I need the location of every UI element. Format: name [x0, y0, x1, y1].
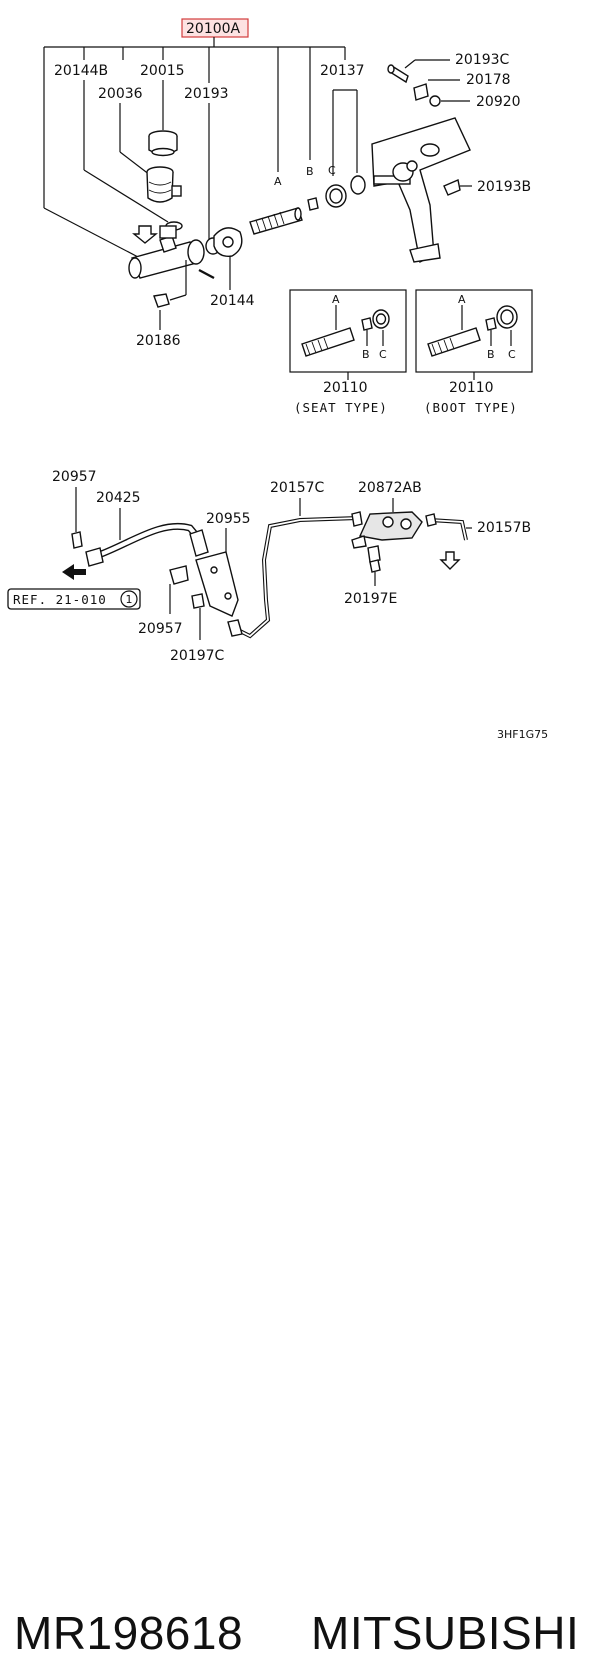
gasket-20144[interactable] — [213, 227, 243, 257]
marker-a: A — [274, 175, 282, 188]
label-20186[interactable]: 20186 — [136, 333, 181, 349]
kit2-code[interactable]: 20110 — [449, 380, 494, 396]
label-20178[interactable]: 20178 — [466, 72, 511, 88]
brand-name: MITSUBISHI — [311, 1607, 580, 1659]
label-20425[interactable]: 20425 — [96, 490, 141, 506]
label-20157B[interactable]: 20157B — [477, 520, 531, 536]
ring-20137[interactable] — [350, 175, 366, 195]
figure-code: 3HF1G75 — [497, 728, 548, 741]
arrow-left-icon — [62, 564, 86, 580]
piston-spring-A[interactable] — [249, 207, 303, 235]
clip-20957-bottom[interactable] — [169, 565, 189, 585]
joint-20872AB[interactable] — [351, 511, 423, 549]
label-20920[interactable]: 20920 — [476, 94, 521, 110]
label-20957-top[interactable]: 20957 — [52, 469, 97, 485]
kit1-marker-a: A — [332, 293, 340, 306]
ref-number: 1 — [126, 593, 133, 606]
kit2-marker-c: C — [508, 348, 516, 361]
main-assembly-label[interactable]: 20100A — [186, 21, 241, 37]
label-20137[interactable]: 20137 — [320, 63, 365, 79]
kit2-marker-a: A — [458, 293, 466, 306]
kit-seat-type[interactable]: A B C — [289, 289, 407, 373]
kit2-type: (BOOT TYPE) — [424, 400, 518, 415]
pin-20193C[interactable] — [387, 64, 409, 84]
main-assembly-callout[interactable]: 20100A — [181, 18, 249, 38]
kit2-marker-b: B — [487, 348, 495, 361]
kit1-marker-c: C — [379, 348, 387, 361]
kit1-marker-b: B — [362, 348, 370, 361]
pipe-20157C[interactable] — [227, 511, 363, 639]
bracket-20955[interactable] — [195, 551, 239, 617]
parts-diagram: 20100A 20144B 20015 20036 20193 20137 — [7, 18, 548, 741]
marker-b: B — [306, 165, 314, 178]
down-arrow-icon-2 — [439, 551, 461, 570]
bolt-20197C[interactable] — [191, 593, 205, 609]
clutch-pedal[interactable] — [371, 117, 471, 264]
label-20193B[interactable]: 20193B — [477, 179, 531, 195]
label-20872AB[interactable]: 20872AB — [358, 480, 422, 496]
label-20015[interactable]: 20015 — [140, 63, 185, 79]
kit1-code[interactable]: 20110 — [323, 380, 368, 396]
reservoir[interactable] — [146, 166, 182, 203]
hose-20425[interactable] — [85, 523, 209, 567]
reservoir-cap[interactable] — [148, 130, 178, 157]
label-20197E[interactable]: 20197E — [344, 591, 397, 607]
master-cylinder[interactable] — [128, 225, 221, 279]
part-number: MR198618 — [14, 1607, 244, 1659]
bolt-20197E[interactable] — [367, 545, 381, 573]
ref-text[interactable]: REF. 21-010 — [13, 592, 107, 607]
kit-boot-type[interactable]: A B C — [415, 289, 533, 373]
clip-20178[interactable] — [413, 83, 429, 101]
tree-lines — [43, 37, 346, 259]
label-20144[interactable]: 20144 — [210, 293, 255, 309]
footer: MR198618 MITSUBISHI — [0, 800, 600, 1659]
pipe-20157B[interactable] — [425, 513, 468, 541]
label-20957-bottom[interactable]: 20957 — [138, 621, 183, 637]
label-20036[interactable]: 20036 — [98, 86, 143, 102]
marker-c: C — [328, 164, 336, 177]
label-20144B[interactable]: 20144B — [54, 63, 108, 79]
down-arrow-icon — [132, 225, 158, 244]
clip-20957-top[interactable] — [71, 531, 83, 549]
ref-box[interactable]: REF. 21-010 1 — [7, 588, 141, 610]
clip-20193B[interactable] — [443, 179, 461, 196]
pin-20193[interactable] — [198, 268, 215, 280]
label-20197C[interactable]: 20197C — [170, 648, 225, 664]
label-20193[interactable]: 20193 — [184, 86, 229, 102]
label-20157C[interactable]: 20157C — [270, 480, 325, 496]
label-20955[interactable]: 20955 — [206, 511, 251, 527]
bushing-20920[interactable] — [429, 95, 441, 107]
kit1-type: (SEAT TYPE) — [294, 400, 388, 415]
boot-C[interactable] — [325, 184, 347, 208]
nut-20186[interactable] — [153, 293, 170, 308]
label-20193C[interactable]: 20193C — [455, 52, 510, 68]
clip-B[interactable] — [307, 197, 319, 211]
